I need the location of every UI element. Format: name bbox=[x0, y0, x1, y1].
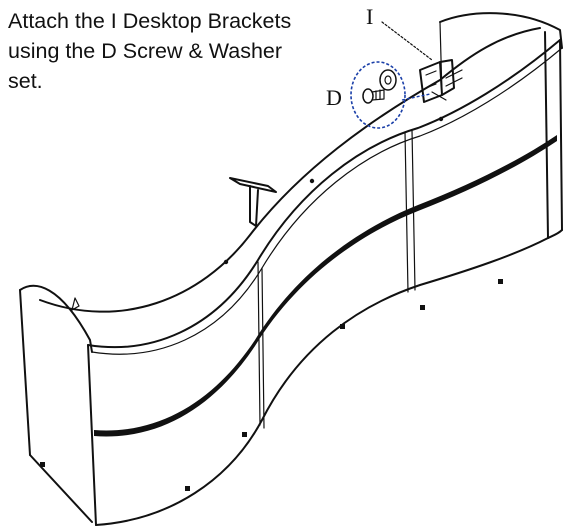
front-panels bbox=[94, 129, 557, 526]
left-end-panel bbox=[19, 284, 97, 526]
top-holes bbox=[223, 116, 444, 265]
instruction-line-1: Attach the I Desktop Brackets bbox=[8, 9, 292, 33]
desktop-bracket-center bbox=[229, 177, 277, 227]
instruction-line-2: using the D Screw & Washer bbox=[8, 39, 283, 63]
desk-top-surface bbox=[39, 27, 563, 355]
right-end-panel bbox=[439, 12, 563, 239]
bracket-i-detail bbox=[419, 59, 463, 103]
instruction-text: Attach the I Desktop Brackets using the … bbox=[8, 6, 338, 96]
screw-washer-callout bbox=[350, 61, 431, 129]
instruction-line-3: set. bbox=[8, 69, 43, 93]
desk-feet bbox=[40, 279, 503, 491]
label-part-d: D bbox=[326, 85, 342, 110]
label-part-i: I bbox=[366, 4, 373, 29]
leader-line-i bbox=[381, 21, 433, 61]
